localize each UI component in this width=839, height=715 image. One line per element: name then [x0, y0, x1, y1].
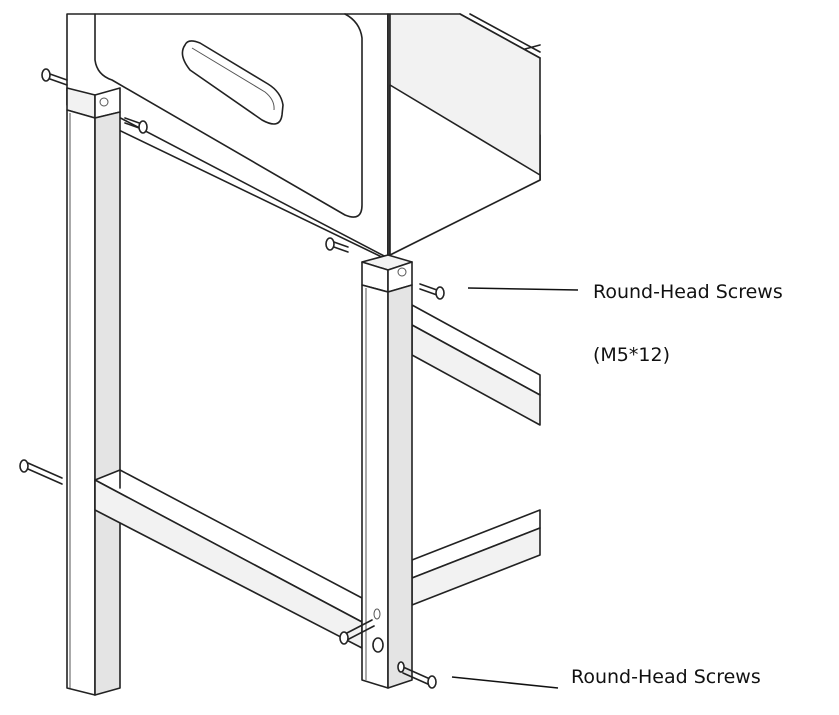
left-leg	[66, 87, 121, 696]
callout-lower-label: Round-Head Screws	[571, 666, 761, 688]
screw-upper-right	[419, 283, 445, 300]
side-crossbar	[94, 469, 363, 649]
screw-top-left	[41, 68, 68, 86]
callout-upper-label: Round-Head Screws	[593, 281, 783, 303]
callout-upper-spec: (M5*12)	[593, 344, 670, 366]
leader-upper	[467, 287, 579, 291]
screw-middle	[325, 237, 349, 253]
screw-bottom-right	[397, 661, 437, 689]
screw-lower-inner	[339, 619, 375, 645]
screw-top-inner	[124, 117, 148, 134]
right-leg	[361, 254, 413, 689]
screw-left-long	[19, 459, 63, 485]
leader-lower	[451, 676, 559, 689]
cabinet-body	[66, 13, 541, 261]
